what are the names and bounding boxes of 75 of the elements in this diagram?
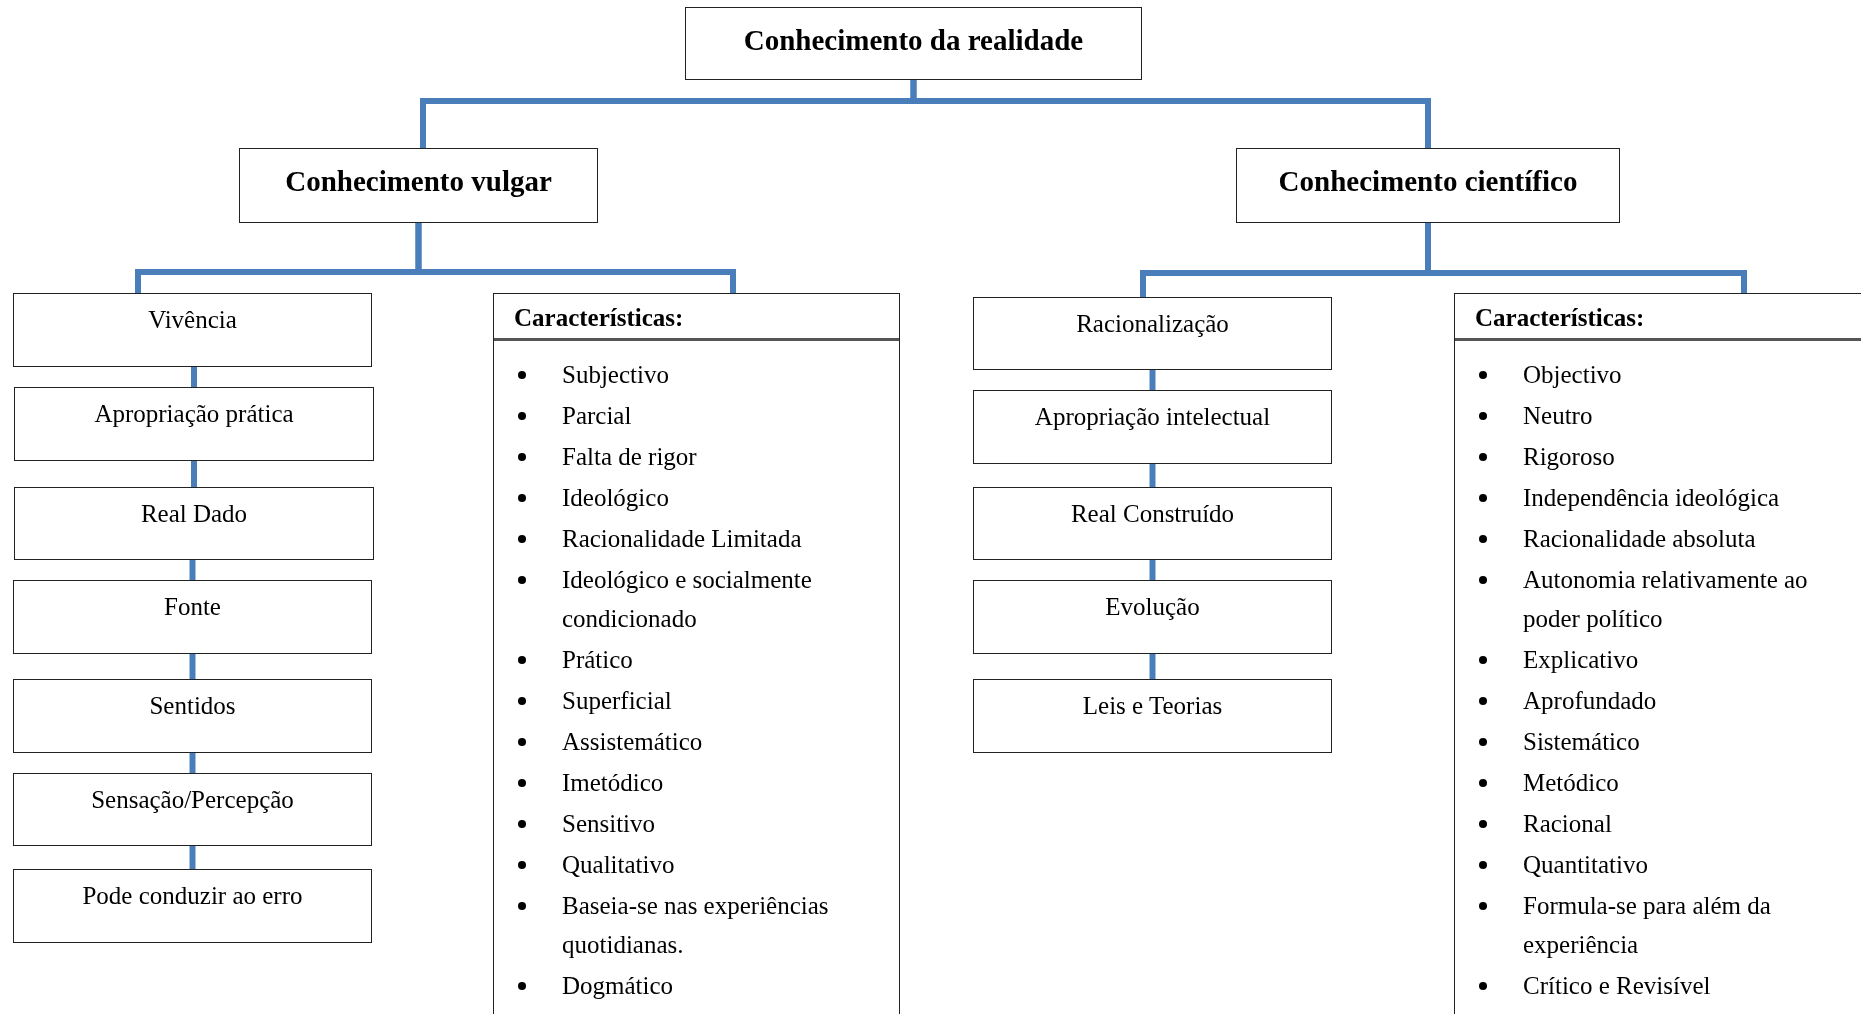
bullet-item: Falta de rigor [514, 437, 879, 476]
list-box [493, 293, 900, 1014]
bullet-item: Ideológico e socialmente condicionado [514, 560, 879, 638]
box-label: Real Construído [1070, 500, 1235, 528]
text-box [973, 679, 1332, 753]
connector-line [189, 753, 196, 773]
bullet-item: Prático [514, 640, 879, 679]
box-label: Sensação/Percepção [91, 786, 294, 814]
bullet-item: Assistemático [514, 722, 879, 761]
bullet-item: Ideológico [514, 478, 879, 517]
box-label: Conhecimento da realidade [743, 24, 1084, 57]
text-box [13, 580, 372, 654]
box-label: Evolução [1105, 593, 1200, 621]
text-box [973, 297, 1332, 370]
text-box [973, 390, 1332, 464]
list-heading: Características: [1455, 294, 1861, 341]
bullet-item: Crítico e Revisível [1475, 966, 1853, 1005]
text-box [13, 679, 372, 753]
bullet-item: Independência ideológica [1475, 478, 1853, 517]
box-label: Vivência [148, 306, 237, 334]
bullet-item: Explicativo [1475, 640, 1853, 679]
bullet-item: Imetódico [514, 763, 879, 802]
text-box [685, 7, 1142, 80]
bullet-item: Subjectivo [514, 355, 879, 394]
bullet-item: Quantitativo [1475, 845, 1853, 884]
connector-line [189, 654, 196, 679]
text-box [239, 148, 598, 223]
box-label: Fonte [164, 593, 221, 621]
connector-line [191, 367, 197, 387]
bullet-item: Racionalidade Limitada [514, 519, 879, 558]
bullet-item: Racional [1475, 804, 1853, 843]
connector-line [1149, 560, 1156, 580]
text-box [973, 580, 1332, 654]
bullet-item: Dogmático [514, 966, 879, 1005]
connector-line [910, 80, 1431, 148]
connector-line [1425, 223, 1747, 293]
box-label: Apropriação prática [94, 400, 294, 428]
box-label: Apropriação intelectual [1034, 403, 1271, 431]
bullet-item: Formula-se para além da experiência [1475, 886, 1853, 964]
bullet-item: Neutro [1475, 396, 1853, 435]
text-box [14, 487, 374, 560]
box-label: Real Dado [140, 500, 248, 528]
bullet-item: Aprofundado [1475, 681, 1853, 720]
box-label: Conhecimento científico [1278, 165, 1578, 198]
connector-line [1149, 654, 1156, 679]
connector-line [415, 223, 736, 293]
bullet-item: Rigoroso [1475, 437, 1853, 476]
box-label: Conhecimento vulgar [285, 165, 552, 198]
box-label: Pode conduzir ao erro [82, 882, 303, 910]
text-box [973, 487, 1332, 560]
bullet-item: Superficial [514, 681, 879, 720]
text-box [13, 293, 372, 367]
text-box [13, 869, 372, 943]
list-heading: Características: [494, 294, 899, 341]
bullet-item: Metódico [1475, 763, 1853, 802]
bullet-item: Objectivo [1475, 355, 1853, 394]
connector-line [1149, 370, 1156, 390]
connector-line [191, 461, 197, 487]
text-box [14, 387, 374, 461]
bullet-item: Baseia-se nas experiências quotidianas. [514, 886, 879, 964]
list-box [1454, 293, 1861, 1014]
bullet-item: Racionalidade absoluta [1475, 519, 1853, 558]
bullet-item: Qualitativo [514, 845, 879, 884]
box-label: Sentidos [149, 692, 236, 720]
text-box [13, 773, 372, 846]
connector-line [1149, 464, 1156, 487]
bullet-item: Parcial [514, 396, 879, 435]
bullet-item: Sistemático [1475, 722, 1853, 761]
box-label: Racionalização [1076, 310, 1229, 338]
connector-line [189, 560, 196, 580]
bullet-item: Sensitivo [514, 804, 879, 843]
text-box [1236, 148, 1620, 223]
bullet-item: Autonomia relativamente ao poder político [1475, 560, 1853, 638]
box-label: Leis e Teorias [1082, 692, 1223, 720]
connector-line [189, 846, 196, 869]
